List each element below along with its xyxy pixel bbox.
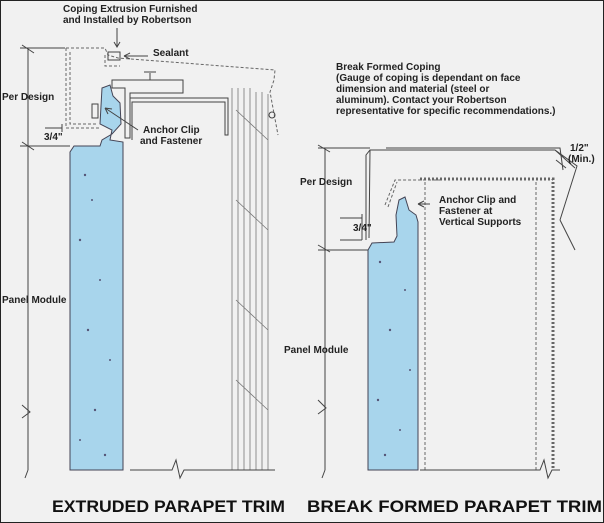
right-title: BREAK FORMED PARAPET TRIM bbox=[307, 497, 602, 516]
right-dim-3-4-label: 3/4" bbox=[353, 223, 372, 234]
left-precast-panel bbox=[69, 84, 124, 471]
left-anchor-label-2: and Fastener bbox=[140, 136, 202, 147]
left-fastener bbox=[91, 103, 99, 119]
coping-note-line-2: (Gauge of coping is dependant on face bbox=[336, 73, 521, 84]
coping-note-line-3: dimension and material (steel or bbox=[336, 84, 489, 95]
left-anchor-clip bbox=[111, 71, 184, 139]
left-vertical-supports bbox=[231, 88, 269, 470]
extruded-parapet-detail bbox=[20, 28, 279, 480]
coping-note-line2: and Installed by Robertson bbox=[63, 15, 191, 26]
right-break-line bbox=[420, 458, 560, 480]
right-vertical-support bbox=[424, 182, 537, 470]
right-dim-min-label: (Min.) bbox=[568, 154, 595, 165]
right-stud-outline bbox=[420, 177, 555, 470]
coping-note-line-5: representative for specific recommendati… bbox=[336, 106, 556, 117]
right-panel-aggregate bbox=[376, 260, 411, 457]
right-anchor-arrow bbox=[417, 200, 430, 208]
left-stud-bolt bbox=[268, 111, 276, 119]
left-panel-module-label: Panel Module bbox=[2, 295, 67, 306]
left-title: EXTRUDED PARAPET TRIM bbox=[52, 497, 285, 516]
right-dim-half-label: 1/2" bbox=[570, 143, 589, 154]
coping-arrow bbox=[113, 28, 121, 48]
right-precast-panel bbox=[367, 196, 419, 471]
left-girt bbox=[130, 97, 229, 140]
right-dimension-line bbox=[317, 144, 567, 479]
left-panel-aggregate bbox=[78, 173, 111, 457]
right-anchor-clip bbox=[384, 179, 440, 208]
left-coping-extrusion bbox=[65, 47, 279, 136]
left-break-line bbox=[130, 458, 275, 480]
coping-note-line1: Coping Extrusion Furnished bbox=[63, 4, 197, 15]
right-dim-3-4-line bbox=[340, 214, 363, 241]
sealant-label: Sealant bbox=[153, 48, 189, 59]
sealant-bead bbox=[107, 51, 121, 61]
coping-note-line-1: Break Formed Coping bbox=[336, 62, 440, 73]
right-anchor-label-2: Fastener at bbox=[439, 206, 493, 217]
left-per-design-label: Per Design bbox=[2, 92, 54, 103]
left-dim-3-4-line bbox=[45, 124, 63, 132]
right-anchor-label-1: Anchor Clip and bbox=[439, 195, 516, 206]
left-anchor-label-1: Anchor Clip bbox=[143, 125, 200, 136]
left-dim-3-4-label: 3/4" bbox=[44, 132, 63, 143]
right-panel-module-label: Panel Module bbox=[284, 345, 349, 356]
right-anchor-label-3: Vertical Supports bbox=[439, 217, 522, 228]
right-break-formed-coping bbox=[365, 149, 578, 251]
break-formed-parapet-detail bbox=[317, 144, 578, 480]
left-dimension-line bbox=[20, 44, 70, 479]
left-anchor-arrow bbox=[104, 107, 139, 131]
right-per-design-label: Per Design bbox=[300, 177, 352, 188]
coping-note-line-4: aluminum). Contact your Robertson bbox=[336, 95, 507, 106]
sealant-arrow bbox=[123, 52, 148, 60]
